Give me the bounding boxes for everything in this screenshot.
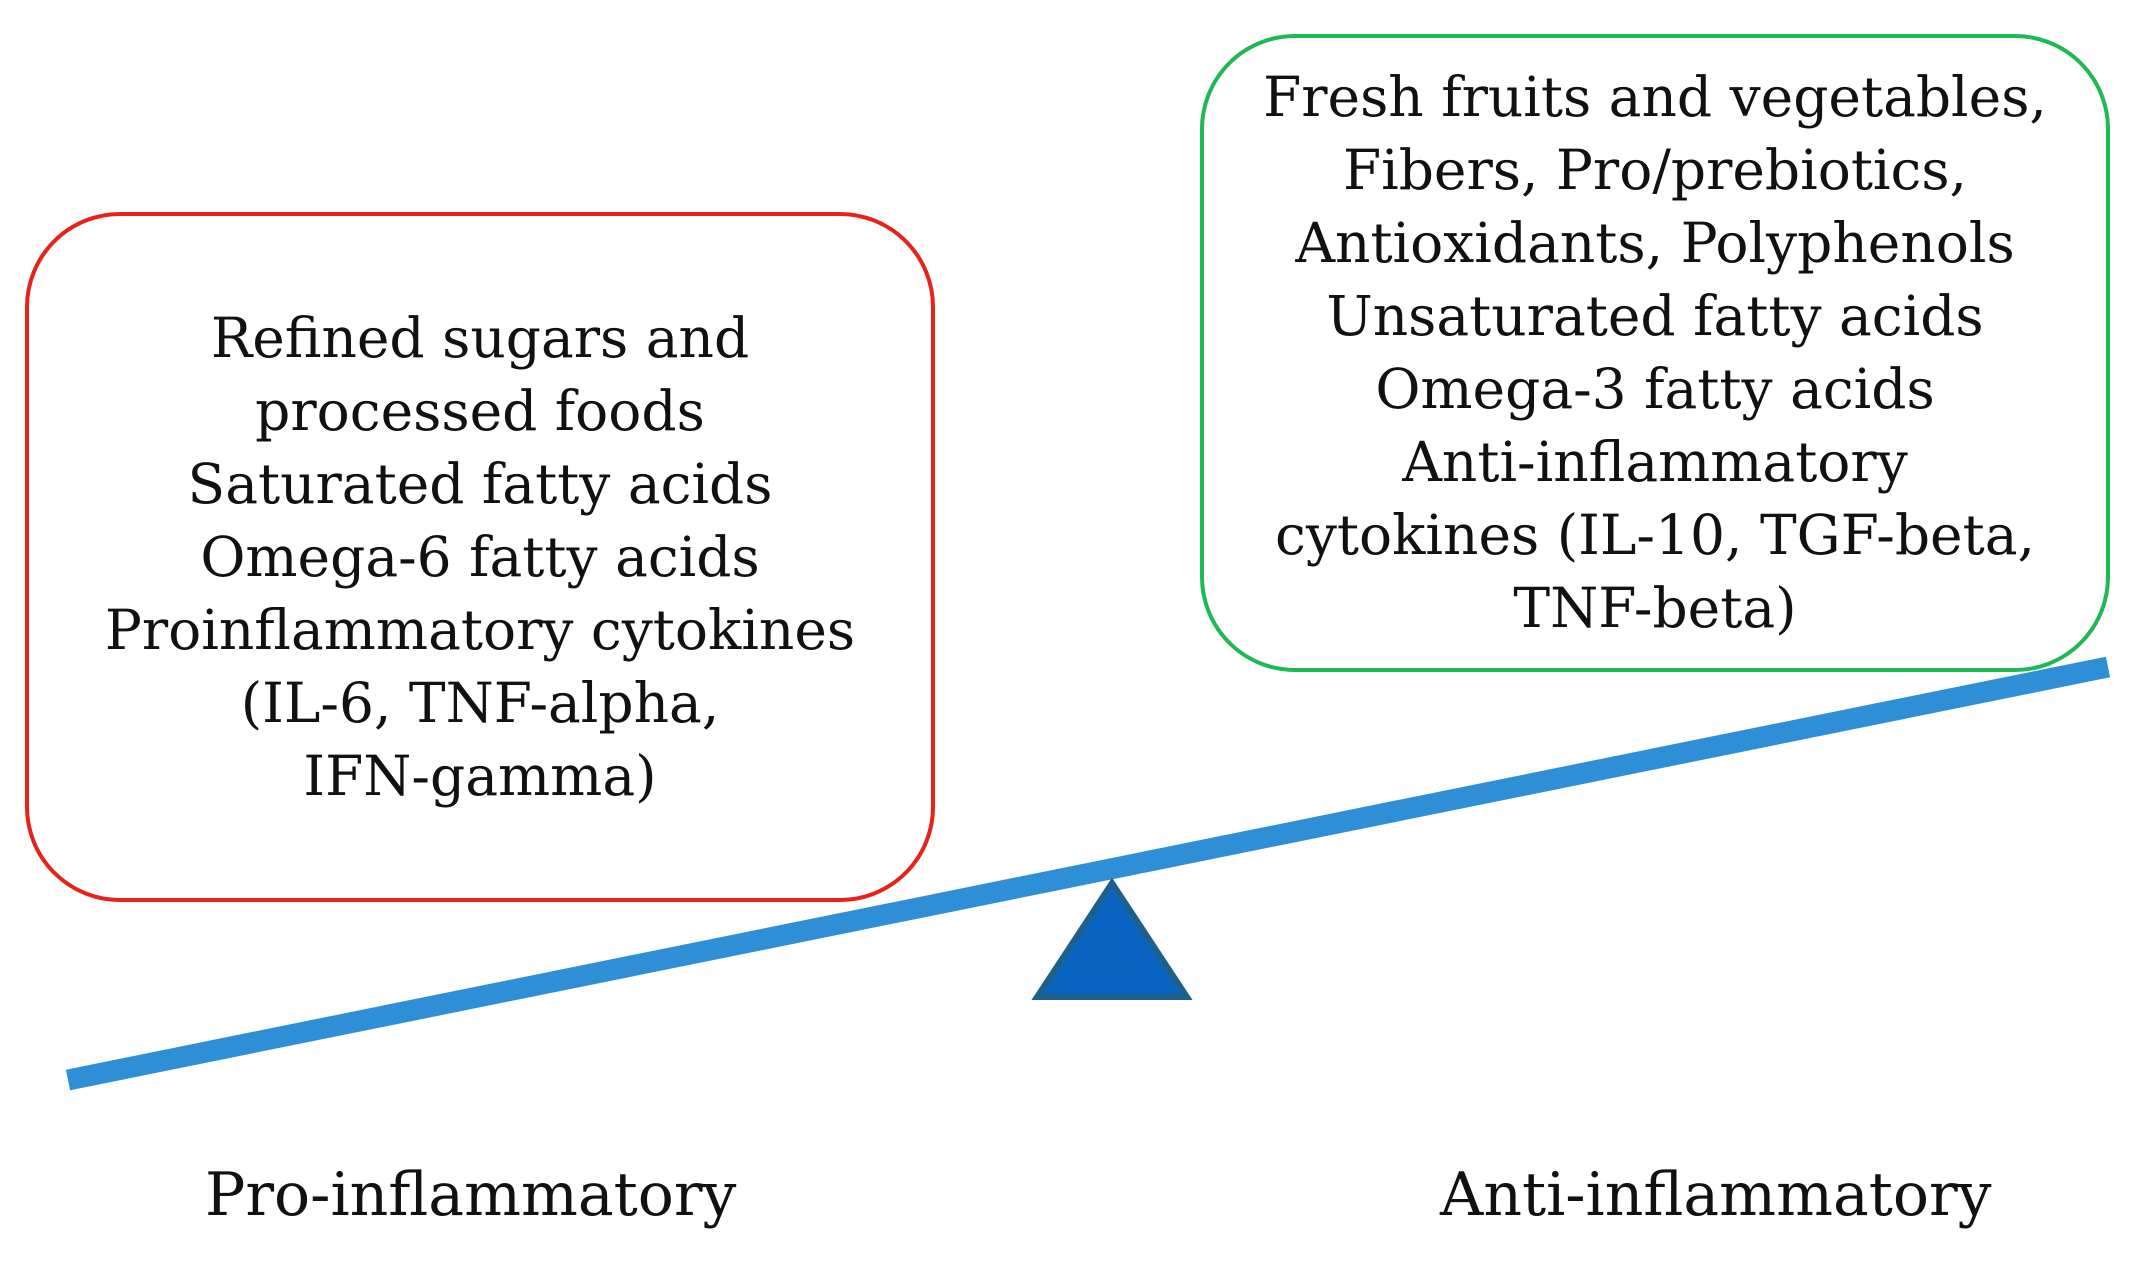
anti-inflammatory-label: Anti-inflammatory <box>1440 1160 1992 1230</box>
pro-box-line: Saturated fatty acids <box>187 451 773 516</box>
anti-box-line: Antioxidants, Polyphenols <box>1295 211 2015 275</box>
pro-box-line: Omega-6 fatty acids <box>200 524 760 589</box>
anti-box-line: Anti-inflammatory <box>1402 430 1908 494</box>
fulcrum-triangle-icon <box>1031 877 1193 1000</box>
anti-box-line: Omega-3 fatty acids <box>1375 357 1935 421</box>
pro-box-line: processed foods <box>255 378 705 443</box>
anti-box-line: Fibers, Pro/prebiotics, <box>1342 138 1968 202</box>
pro-inflammatory-label: Pro-inflammatory <box>205 1160 737 1230</box>
pro-inflammatory-box: Refined sugars and processed foods Satur… <box>25 212 935 902</box>
anti-box-line: TNF-beta) <box>1513 576 1797 640</box>
anti-box-line: Fresh fruits and vegetables, <box>1263 65 2047 129</box>
anti-inflammatory-box: Fresh fruits and vegetables, Fibers, Pro… <box>1200 34 2110 672</box>
pro-box-line: Proinflammatory cytokines <box>104 597 856 662</box>
anti-box-line: cytokines (IL-10, TGF-beta, <box>1275 503 2035 567</box>
anti-box-line: Unsaturated fatty acids <box>1326 284 1984 348</box>
pro-box-line: Refined sugars and <box>210 305 750 370</box>
pro-box-line: IFN-gamma) <box>303 743 657 808</box>
pro-box-line: (IL-6, TNF-alpha, <box>240 670 720 735</box>
